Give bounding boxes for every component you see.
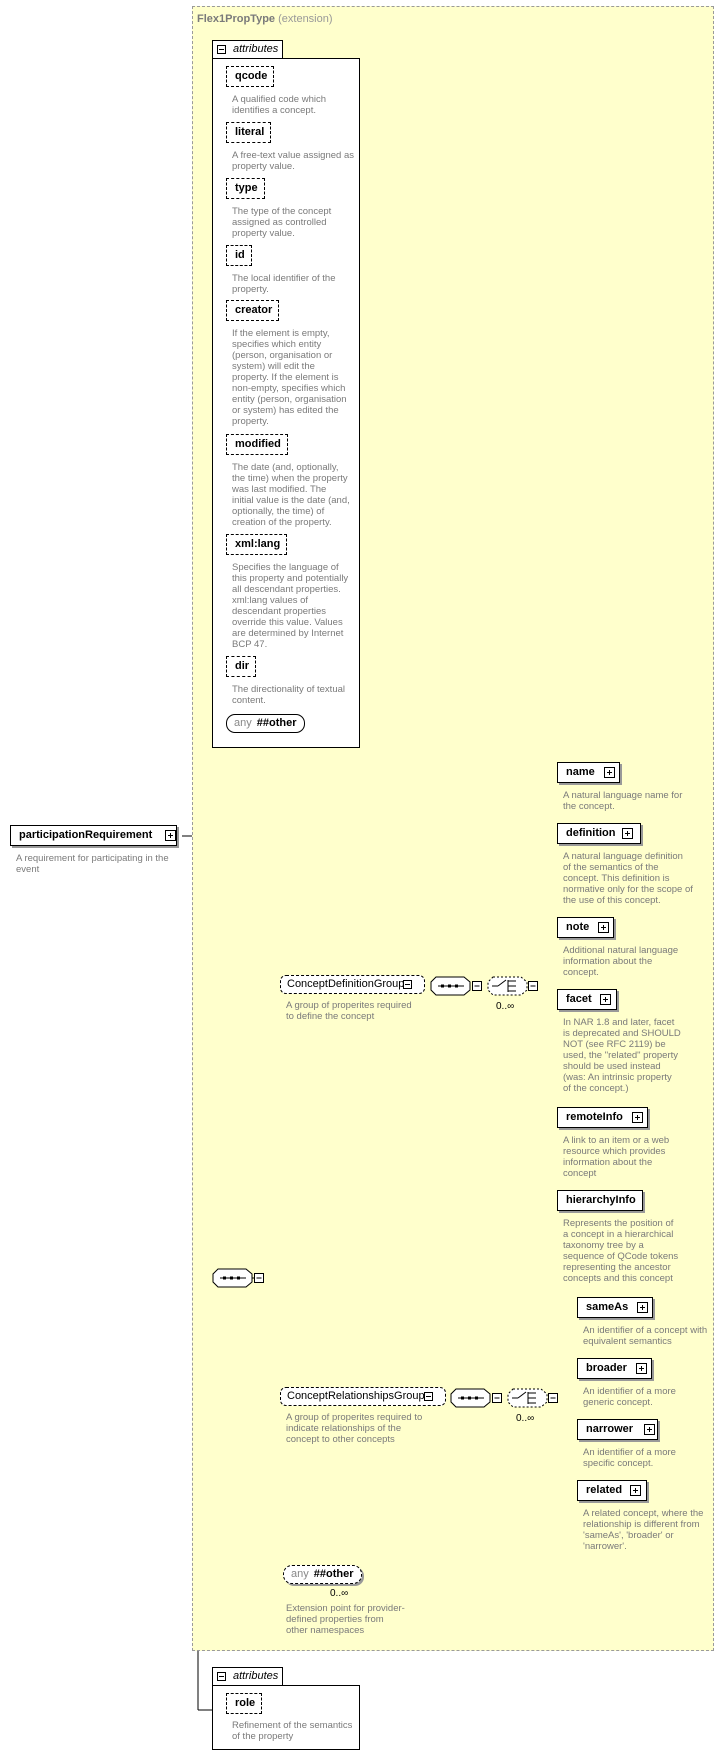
element-description: An identifier of a concept with equivale… (583, 1325, 708, 1347)
element-description: A natural language definition of the sem… (563, 851, 693, 906)
element-broader[interactable]: broader (577, 1358, 652, 1379)
extension-tag: (extension) (278, 13, 333, 25)
element-label: broader (586, 1362, 627, 1374)
any-namespace: ##other (313, 1568, 354, 1580)
expand-icon[interactable] (622, 828, 633, 839)
group-label: ConceptDefinitionGroup (287, 978, 405, 990)
attribute-description: Specifies the language of this property … (232, 562, 349, 650)
expand-icon[interactable] (630, 1485, 641, 1496)
attribute-dir[interactable]: dir (226, 656, 257, 677)
element-label: name (566, 766, 595, 778)
collapse-icon[interactable] (403, 980, 412, 989)
element-label: related (586, 1484, 623, 1496)
any-keyword: any (291, 1568, 309, 1580)
group-description: A group of properites required to indica… (286, 1412, 423, 1445)
occurrence-label: 0..∞ (496, 1001, 515, 1012)
concept-relationships-group[interactable]: ConceptRelationshipsGroup (280, 1387, 446, 1406)
element-label: definition (566, 827, 616, 839)
group-label: ConceptRelationshipsGroup (287, 1390, 425, 1402)
element-description: A link to an item or a web resource whic… (563, 1135, 670, 1179)
choice-compositor[interactable] (430, 976, 538, 996)
attribute-description: If the element is empty, specifies which… (232, 328, 347, 427)
expand-icon[interactable] (632, 1112, 643, 1123)
attribute-description: Refinement of the semantics of the prope… (232, 1720, 353, 1742)
element-label: remoteInfo (566, 1111, 623, 1123)
element-label: note (566, 921, 590, 933)
collapse-icon[interactable] (424, 1392, 433, 1401)
element-description: An identifier of a more generic concept. (583, 1386, 676, 1408)
occurrence-label: 0..∞ (516, 1413, 535, 1424)
collapse-icon[interactable] (217, 45, 226, 54)
extension-title: Flex1PropType (extension) (197, 13, 333, 25)
root-element[interactable]: participationRequirement (10, 825, 178, 846)
element-description: Represents the position of a concept in … (563, 1218, 679, 1284)
root-description: A requirement for participating in the e… (16, 853, 169, 875)
attribute-description: A qualified code which identifies a conc… (232, 94, 327, 116)
expand-icon[interactable] (637, 1302, 648, 1313)
element-related[interactable]: related (577, 1480, 648, 1501)
attribute-role[interactable]: role (226, 1693, 263, 1714)
attribute-description: The date (and, optionally, the time) whe… (232, 462, 350, 528)
attribute-description: The type of the concept assigned as cont… (232, 206, 332, 239)
element-definition[interactable]: definition (557, 823, 641, 844)
expand-icon[interactable] (604, 767, 615, 778)
element-narrower[interactable]: narrower (577, 1419, 659, 1440)
element-label: hierarchyInfo (566, 1194, 636, 1206)
attributes-label: attributes (233, 1670, 279, 1682)
attribute-modified[interactable]: modified (226, 434, 288, 455)
expand-icon[interactable] (598, 922, 609, 933)
any-keyword: any (234, 717, 252, 729)
element-description: A natural language name for the concept. (563, 790, 683, 812)
element-description: In NAR 1.8 and later, facet is deprecate… (563, 1017, 681, 1094)
attribute-xml-lang[interactable]: xml:lang (226, 534, 288, 555)
any-other-element[interactable]: any ##other (283, 1565, 362, 1584)
attributes-label: attributes (233, 43, 279, 55)
root-element-label: participationRequirement (19, 829, 153, 841)
sequence-compositor[interactable] (212, 1268, 264, 1288)
expand-icon[interactable] (165, 830, 176, 841)
extension-type-name: Flex1PropType (197, 13, 276, 25)
attributes-tab[interactable]: attributes (212, 40, 284, 59)
choice-compositor[interactable] (450, 1388, 558, 1408)
expand-icon[interactable] (636, 1363, 647, 1374)
attribute-qcode[interactable]: qcode (226, 66, 275, 87)
expand-icon[interactable] (644, 1424, 655, 1435)
attribute-id[interactable]: id (226, 245, 252, 266)
attribute-description: The local identifier of the property. (232, 273, 336, 295)
element-same-as[interactable]: sameAs (577, 1297, 654, 1318)
attributes-tab[interactable]: attributes (212, 1667, 284, 1686)
attribute-creator[interactable]: creator (226, 300, 280, 321)
collapse-icon[interactable] (217, 1672, 226, 1681)
element-description: Additional natural language information … (563, 945, 679, 978)
attribute-description: The directionality of textual content. (232, 684, 346, 706)
any-attribute[interactable]: any ##other (226, 714, 305, 733)
element-label: sameAs (586, 1301, 629, 1313)
expand-icon[interactable] (600, 994, 611, 1005)
element-hierarchy-info[interactable]: hierarchyInfo (557, 1190, 643, 1211)
element-description: An identifier of a more specific concept… (583, 1447, 676, 1469)
any-description: Extension point for provider-defined pro… (286, 1603, 405, 1636)
element-label: facet (566, 993, 592, 1005)
element-description: A related concept, where the relationshi… (583, 1508, 704, 1552)
attribute-type[interactable]: type (226, 178, 265, 199)
concept-definition-group[interactable]: ConceptDefinitionGroup (280, 975, 426, 994)
group-description: A group of properites required to define… (286, 1000, 412, 1022)
element-remote-info[interactable]: remoteInfo (557, 1107, 648, 1128)
attribute-literal[interactable]: literal (226, 122, 272, 143)
any-namespace: ##other (256, 717, 297, 729)
attributes-panel (212, 58, 360, 748)
attribute-description: A free-text value assigned as property v… (232, 150, 354, 172)
occurrence-label: 0..∞ (330, 1588, 349, 1599)
element-label: narrower (586, 1423, 634, 1435)
